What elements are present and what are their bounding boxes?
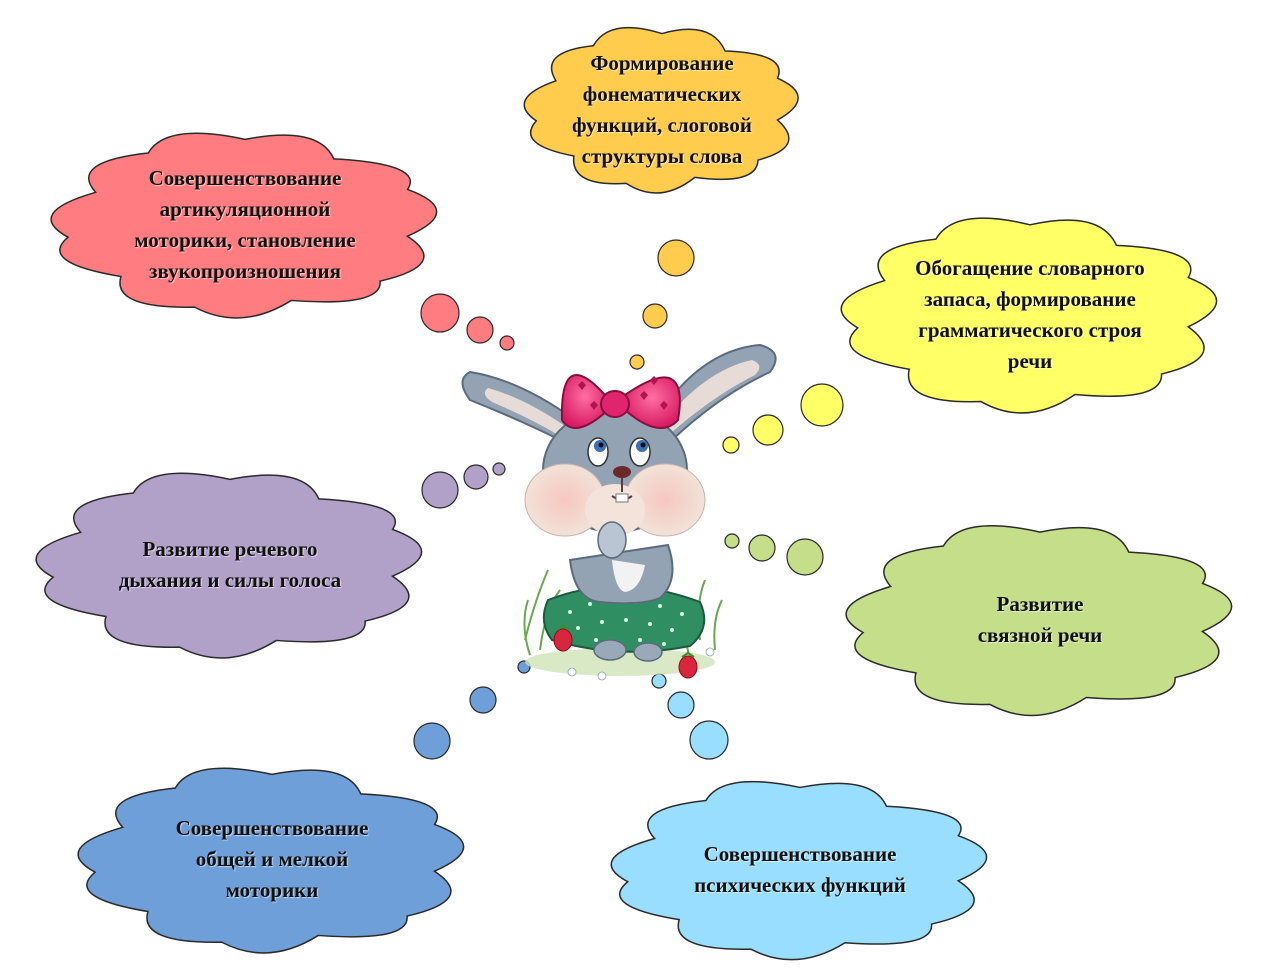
thought-dot-coherent-2 bbox=[724, 533, 740, 549]
thought-dot-coherent-0 bbox=[786, 538, 824, 576]
bubble-line: артикуляционной bbox=[159, 196, 331, 221]
thought-dot-vocabulary-0 bbox=[800, 383, 844, 427]
bubble-line: грамматического строя bbox=[918, 317, 1142, 342]
bubble-line: моторики bbox=[225, 878, 319, 903]
bubble-line: фонематических bbox=[582, 82, 742, 106]
bubble-line: общей и мелкой bbox=[195, 847, 349, 872]
thought-dot-articulation-2 bbox=[499, 335, 515, 351]
bubble-line: Совершенствование bbox=[703, 841, 897, 866]
thought-dot-breathing-0 bbox=[421, 471, 459, 509]
thought-dot-coherent-1 bbox=[748, 534, 776, 562]
thought-dot-breathing-2 bbox=[492, 462, 506, 476]
bubble-text-phonematic: Формирование фонематических функций, слого… bbox=[541, 40, 784, 180]
bubble-text-vocabulary: Обогащение словарного запаса, формировани… bbox=[864, 232, 1197, 397]
cloud-coherent bbox=[845, 525, 1233, 717]
bubble-line: Развитие bbox=[996, 592, 1084, 616]
thought-dot-phonematic-0 bbox=[657, 239, 695, 277]
bubble-line: дыхания и силы голоса bbox=[118, 567, 342, 592]
bubble-line: Совершенствование bbox=[175, 816, 369, 841]
bubble-line: структуры слова bbox=[581, 144, 743, 168]
thought-dot-breathing-1 bbox=[463, 464, 489, 490]
thought-dot-motor-1 bbox=[469, 686, 497, 714]
thought-dot-mental-1 bbox=[667, 691, 695, 719]
bubble-text-mental: Совершенствование психических функций bbox=[634, 794, 967, 945]
cloud-vocabulary bbox=[840, 217, 1218, 414]
strawberry-icon bbox=[553, 624, 698, 679]
cloud-breathing bbox=[35, 472, 423, 659]
thought-dot-articulation-0 bbox=[420, 293, 460, 333]
thought-dot-phonematic-2 bbox=[629, 354, 645, 370]
bubble-line: речи bbox=[1007, 348, 1053, 373]
cloud-articulation bbox=[50, 132, 438, 319]
cloud-motor bbox=[77, 767, 465, 954]
bubble-line: связной речи bbox=[977, 623, 1103, 647]
thought-dot-phonematic-1 bbox=[642, 303, 668, 329]
thought-dot-vocabulary-2 bbox=[722, 436, 740, 454]
thought-dot-articulation-1 bbox=[466, 316, 494, 344]
thought-dot-mental-0 bbox=[689, 720, 729, 760]
bubble-text-articulation: Совершенствование артикуляционной моторики… bbox=[74, 147, 416, 304]
bubble-line: Развитие речевого bbox=[142, 536, 318, 561]
bubble-text-breathing: Развитие речевого дыхания и силы голоса bbox=[59, 487, 401, 644]
bubble-line: Формирование bbox=[590, 51, 734, 75]
thought-dot-vocabulary-1 bbox=[752, 414, 784, 446]
cloud-mental bbox=[610, 780, 988, 961]
bubble-line: звукопроизношения bbox=[149, 258, 341, 283]
flower-icon bbox=[567, 647, 715, 681]
bunny-illustration-icon bbox=[461, 343, 777, 681]
bubble-line: функций, слоговой bbox=[572, 113, 752, 137]
bubble-line: запаса, формирование bbox=[924, 286, 1136, 311]
thought-dot-motor-0 bbox=[413, 722, 451, 760]
bow-icon bbox=[560, 374, 681, 429]
bubble-line: Совершенствование bbox=[148, 165, 342, 190]
bubble-line: психических функций bbox=[694, 872, 906, 897]
bubble-line: Обогащение словарного bbox=[915, 255, 1145, 280]
bubble-text-coherent: Развитие связной речи bbox=[869, 540, 1211, 701]
bubble-line: моторики, становление bbox=[134, 227, 356, 252]
bubble-text-motor: Совершенствование общей и мелкой моторики bbox=[101, 782, 443, 939]
thought-dot-mental-2 bbox=[651, 673, 667, 689]
cloud-phonematic bbox=[523, 26, 799, 194]
nose-icon bbox=[613, 466, 631, 478]
